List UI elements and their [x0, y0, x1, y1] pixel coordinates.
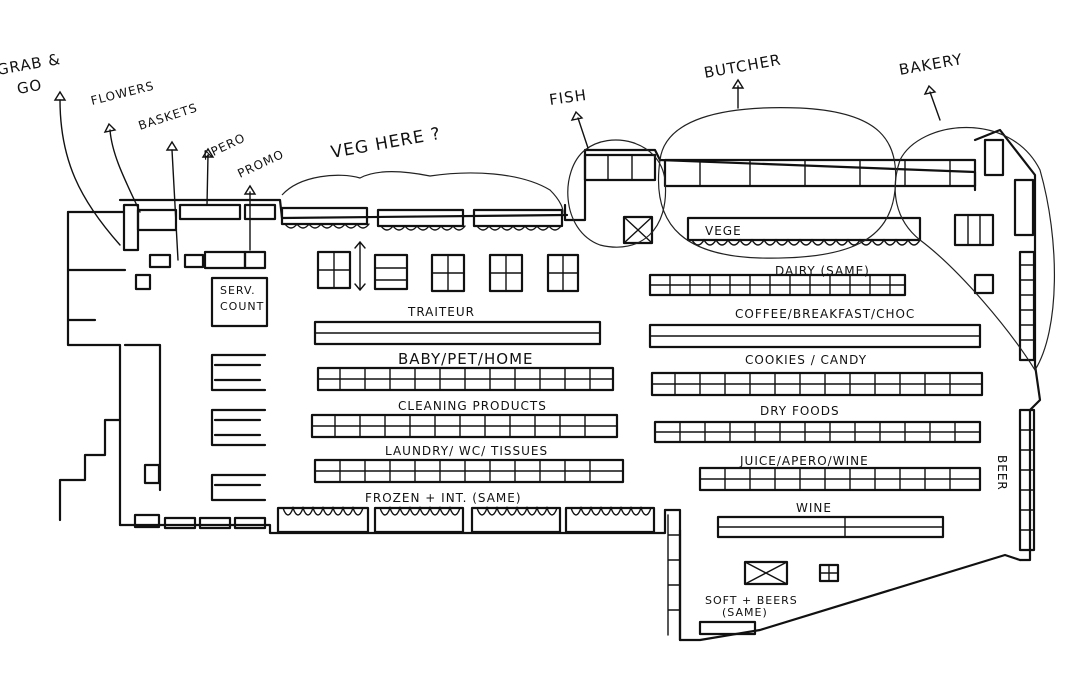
- label-baskets: BASKETS: [137, 101, 200, 133]
- left-fixtures: [122, 203, 277, 530]
- label-grab-go-1: GRAB &: [0, 50, 62, 79]
- label-laundry: LAUNDRY/ WC/ TISSUES: [385, 444, 548, 458]
- label-bakery: BAKERY: [898, 50, 965, 79]
- label-serv-count-1: SERV.: [220, 284, 256, 297]
- display-units: [316, 240, 580, 293]
- label-cookies: COOKIES / CANDY: [745, 353, 867, 367]
- label-apero: APERO: [200, 131, 247, 163]
- label-promo: PROMO: [235, 147, 286, 181]
- label-flowers: FLOWERS: [89, 79, 155, 108]
- label-baby-pet-home: BABY/PET/HOME: [398, 350, 533, 368]
- label-serv-count-2: COUNT: [220, 300, 264, 313]
- label-traiteur: TRAITEUR: [407, 305, 475, 319]
- label-coffee: COFFEE/BREAKFAST/CHOC: [735, 307, 915, 321]
- veg-cases: [280, 206, 564, 231]
- label-fish: FISH: [548, 86, 588, 109]
- label-veg-here: VEG HERE ?: [329, 124, 442, 163]
- label-juice: JUICE/APERO/WINE: [739, 454, 869, 468]
- label-cleaning: CLEANING PRODUCTS: [398, 399, 547, 413]
- beer-shelves: [667, 408, 1036, 642]
- label-butcher: BUTCHER: [703, 51, 783, 82]
- service-counter: [210, 276, 269, 328]
- pointer-arrows: [53, 78, 941, 261]
- label-grab-go-2: GO: [16, 76, 44, 98]
- outer-walls: [58, 128, 1042, 642]
- label-wine: WINE: [796, 501, 832, 515]
- label-frozen: FROZEN + INT. (SAME): [365, 491, 522, 505]
- labels: GRAB & GO FLOWERS BASKETS APERO PROMO VE…: [0, 50, 1009, 619]
- label-dairy: DAIRY (SAME): [775, 264, 870, 278]
- zone-bubbles: [281, 107, 1056, 372]
- label-vege: VEGE: [705, 224, 742, 238]
- label-dry-foods: DRY FOODS: [760, 404, 840, 418]
- label-soft-beers-1: SOFT + BEERS: [705, 594, 798, 607]
- left-shelves: [276, 320, 656, 534]
- label-soft-beers-2: (SAME): [722, 606, 768, 619]
- label-beer: BEER: [995, 455, 1009, 491]
- right-shelves: [648, 273, 984, 636]
- fresh-counters: [583, 138, 1036, 362]
